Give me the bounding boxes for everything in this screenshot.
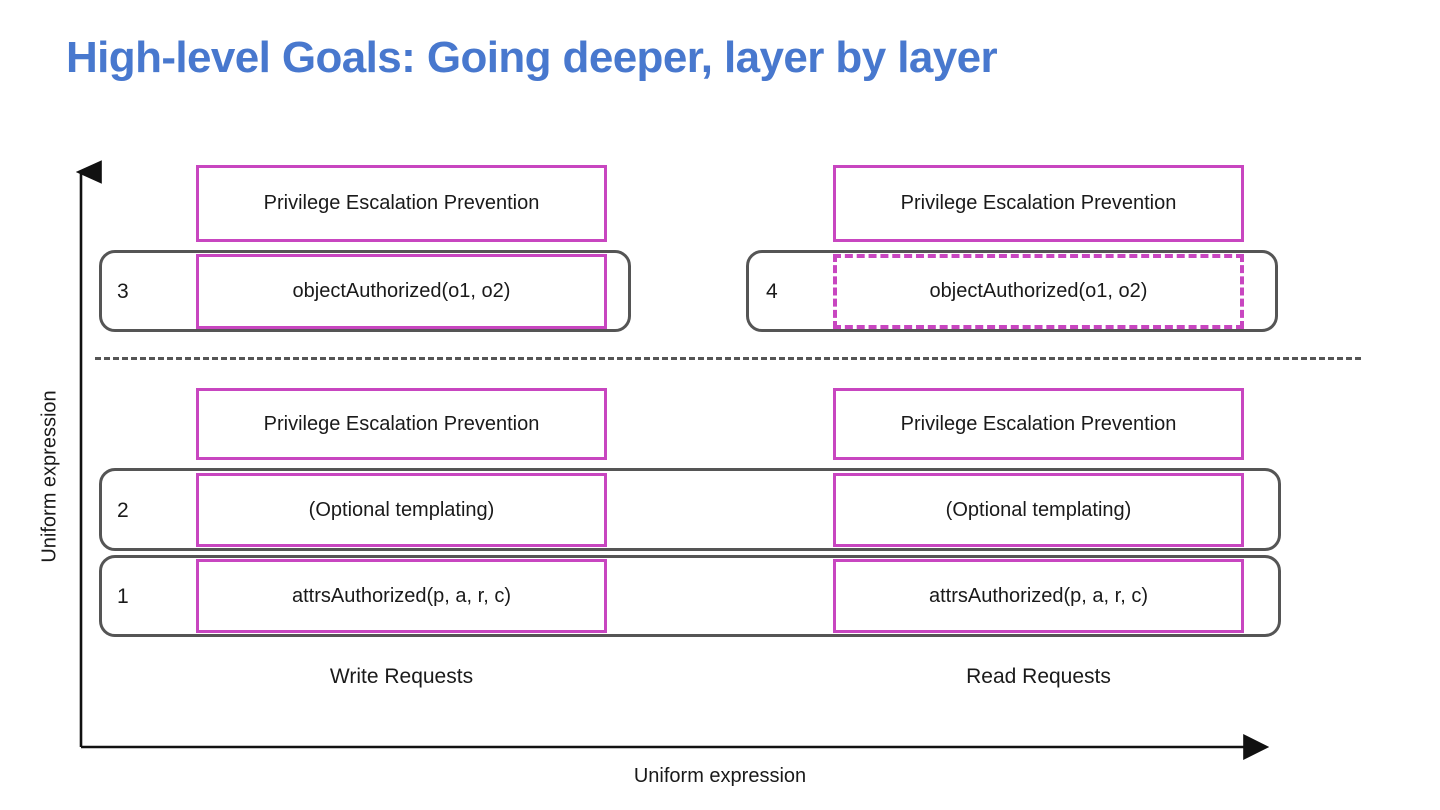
layer-4-cell[interactable]: objectAuthorized(o1, o2) [833,254,1244,329]
layer-1-cell-read[interactable]: attrsAuthorized(p, a, r, c) [833,559,1244,633]
layer-2-number: 2 [117,499,129,522]
layer-2-header-cell-read[interactable]: Privilege Escalation Prevention [833,388,1244,460]
layer-1-container[interactable] [99,555,1281,637]
layer-2-cell-write[interactable]: (Optional templating) [196,473,607,547]
layer-1-number: 1 [117,585,129,608]
layer-4-header-cell[interactable]: Privilege Escalation Prevention [833,165,1244,242]
layer-1-cell-write[interactable]: attrsAuthorized(p, a, r, c) [196,559,607,633]
section-divider [95,357,1361,360]
x-axis-label: Uniform expression [633,765,807,787]
layer-3-container[interactable] [99,250,631,332]
layer-4-container[interactable] [746,250,1278,332]
layer-3-cell[interactable]: objectAuthorized(o1, o2) [196,254,607,329]
y-axis-label: Uniform expression [38,390,61,563]
layer-2-cell-read[interactable]: (Optional templating) [833,473,1244,547]
layer-4-number: 4 [766,280,778,303]
layer-2-header-cell-write[interactable]: Privilege Escalation Prevention [196,388,607,460]
layer-2-container[interactable] [99,468,1281,551]
column-caption-write: Write Requests [329,665,474,688]
layer-3-header-cell[interactable]: Privilege Escalation Prevention [196,165,607,242]
page-title: High-level Goals: Going deeper, layer by… [66,33,998,82]
layer-3-number: 3 [117,280,129,303]
column-caption-read: Read Requests [966,665,1111,688]
